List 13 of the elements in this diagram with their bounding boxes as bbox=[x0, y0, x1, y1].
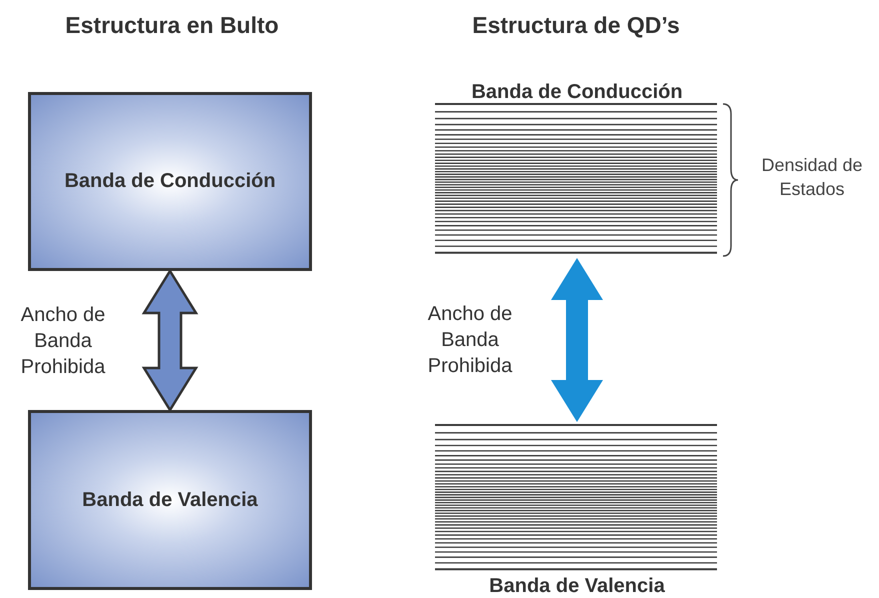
double-arrow bbox=[551, 258, 603, 422]
edge-label: Ancho de Banda Prohibida bbox=[20, 302, 106, 380]
energy-band-box bbox=[28, 410, 312, 590]
section-heading: Estructura en Bulto bbox=[65, 12, 279, 39]
band-label: Banda de Conducción bbox=[64, 170, 276, 193]
band-label: Banda de Valencia bbox=[82, 488, 258, 512]
annotation-text: Densidad de Estados bbox=[760, 154, 864, 201]
band-label: Banda de Valencia bbox=[489, 574, 665, 598]
double-arrow bbox=[142, 268, 198, 412]
section-heading: Estructura de QD’s bbox=[472, 12, 680, 39]
energy-band-box bbox=[28, 92, 312, 271]
band-label: Banda de Conducción bbox=[471, 80, 683, 104]
edge-label: Ancho de Banda Prohibida bbox=[426, 302, 514, 379]
